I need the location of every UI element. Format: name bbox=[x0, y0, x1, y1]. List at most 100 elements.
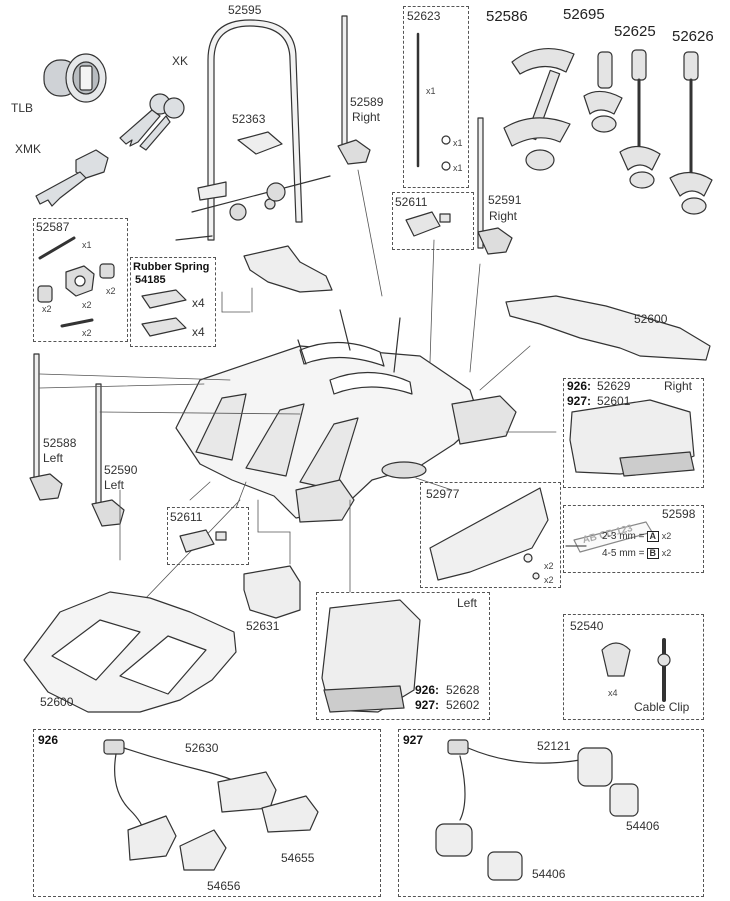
rubber-spring-drawing bbox=[141, 289, 187, 337]
label-54406-a: 54406 bbox=[626, 819, 660, 833]
label-54655: 54655 bbox=[281, 851, 315, 865]
clamp-head-drawing bbox=[243, 245, 333, 293]
label-52630: 52630 bbox=[185, 741, 219, 755]
bracket-hardware-drawing bbox=[175, 131, 331, 241]
light-left-box bbox=[316, 592, 490, 720]
wiring-927-drawing bbox=[435, 739, 639, 881]
clamp-52695-drawing bbox=[583, 51, 623, 133]
right-arm-52589-drawing bbox=[337, 15, 371, 165]
label-52629: 52629 bbox=[597, 379, 631, 393]
label-52626: 52626 bbox=[672, 28, 714, 45]
label-52591-side: Right bbox=[489, 209, 518, 223]
kit-52587-box bbox=[33, 218, 128, 342]
label-52611-bottom: 52611 bbox=[170, 510, 203, 524]
label-left: Left bbox=[457, 596, 478, 610]
rod-52623-box bbox=[403, 6, 469, 188]
label-rubber-spring: Rubber Spring bbox=[133, 261, 210, 273]
cap-52611-bottom-box bbox=[167, 507, 249, 565]
label-52586: 52586 bbox=[486, 8, 528, 25]
label-52540: 52540 bbox=[570, 619, 604, 633]
label-tlb: TLB bbox=[11, 101, 34, 115]
label-52587-qty: x2 bbox=[106, 286, 116, 296]
lock-cylinder-drawing bbox=[43, 53, 107, 103]
label-54406-b: 54406 bbox=[532, 867, 566, 881]
label-52600-bottom: 52600 bbox=[40, 695, 74, 709]
wiring-927-box bbox=[398, 729, 704, 897]
spacer-b-tag: B bbox=[646, 548, 660, 559]
label-52623-qty: x1 bbox=[453, 163, 463, 173]
light-unit-left-drawing bbox=[321, 599, 421, 713]
cap-52611-top-box bbox=[392, 192, 474, 250]
label-52623: 52623 bbox=[407, 9, 441, 23]
label-927-left: 927: bbox=[415, 698, 440, 712]
cap-52611-top-drawing bbox=[405, 211, 451, 237]
label-52628: 52628 bbox=[446, 683, 480, 697]
bracket-52977-drawing bbox=[429, 487, 549, 581]
rubber-spring-box bbox=[130, 257, 216, 347]
label-52977-qty: x2 bbox=[544, 575, 554, 585]
label-52587-qty: x2 bbox=[82, 328, 92, 338]
label-52588: 52588 bbox=[43, 436, 77, 450]
label-2-3mm: 2-3 mm =A x2 bbox=[602, 530, 671, 543]
label-52611-top: 52611 bbox=[395, 195, 428, 209]
cable-clip-box bbox=[563, 614, 704, 720]
label-52977-qty: x2 bbox=[544, 561, 554, 571]
xk-keys-drawing bbox=[119, 93, 185, 151]
label-rubber-spring-qty: x4 bbox=[192, 325, 205, 339]
label-52977: 52977 bbox=[426, 487, 460, 501]
wheel-holder-slot bbox=[51, 619, 141, 681]
label-cable-clip: Cable Clip bbox=[634, 700, 690, 714]
label-4-5mm: 4-5 mm =B x2 bbox=[602, 547, 671, 560]
label-52590: 52590 bbox=[104, 463, 138, 477]
label-54185: 54185 bbox=[135, 274, 166, 286]
plate-52598-box bbox=[563, 505, 704, 573]
label-926-left: 926: bbox=[415, 683, 440, 697]
clamp-52586-drawing bbox=[503, 48, 575, 171]
label-52587-qty: x1 bbox=[82, 240, 92, 250]
label-rubber-spring-qty: x4 bbox=[192, 296, 205, 310]
label-xmk: XMK bbox=[15, 142, 42, 156]
light-right-box bbox=[563, 378, 704, 488]
label-52595: 52595 bbox=[228, 3, 262, 17]
label-54656: 54656 bbox=[207, 879, 241, 893]
wheel-holder-slot bbox=[119, 635, 207, 695]
left-arms-drawing bbox=[29, 353, 125, 527]
wheel-holder-bottom-drawing bbox=[23, 591, 237, 713]
label-52623-qty: x1 bbox=[426, 86, 436, 96]
label-52695: 52695 bbox=[563, 6, 605, 23]
label-52540-qty: x4 bbox=[608, 688, 618, 698]
label-52602: 52602 bbox=[446, 698, 480, 712]
leader-lines bbox=[39, 169, 557, 651]
label-52623-qty: x1 bbox=[453, 138, 463, 148]
tool-kit-drawing bbox=[37, 236, 115, 328]
wiring-926-drawing bbox=[103, 739, 319, 871]
label-4-5mm-text: 4-5 mm = bbox=[602, 548, 645, 559]
label-right: Right bbox=[664, 379, 693, 393]
label-52631: 52631 bbox=[246, 619, 280, 633]
carrier-body-drawing bbox=[175, 309, 517, 523]
spacer-a-tag: A bbox=[646, 531, 660, 542]
label-52587-qty: x2 bbox=[82, 300, 92, 310]
wiring-926-box bbox=[33, 729, 381, 897]
xmk-key-drawing bbox=[35, 149, 109, 207]
label-926-box: 926 bbox=[38, 733, 59, 747]
right-arm-52591-drawing bbox=[477, 117, 513, 255]
clamp-52626-drawing bbox=[669, 51, 713, 215]
label-52600-top: 52600 bbox=[634, 312, 668, 326]
box-52631-drawing bbox=[243, 565, 301, 619]
rod-52623-drawing bbox=[416, 32, 451, 171]
label-927-right: 927: bbox=[567, 394, 592, 408]
spacer-a-qty: x2 bbox=[661, 531, 672, 541]
label-xk: XK bbox=[172, 54, 189, 68]
light-unit-right-drawing bbox=[569, 399, 695, 477]
label-2-3mm-text: 2-3 mm = bbox=[602, 531, 645, 542]
label-52589: 52589 bbox=[350, 95, 384, 109]
label-927-box: 927 bbox=[403, 733, 424, 747]
label-926-right: 926: bbox=[567, 379, 592, 393]
bracket-52977-box bbox=[420, 482, 561, 588]
label-52598: 52598 bbox=[662, 507, 696, 521]
cable-clip-drawing bbox=[601, 638, 671, 702]
cap-52611-bottom-drawing bbox=[179, 529, 227, 553]
